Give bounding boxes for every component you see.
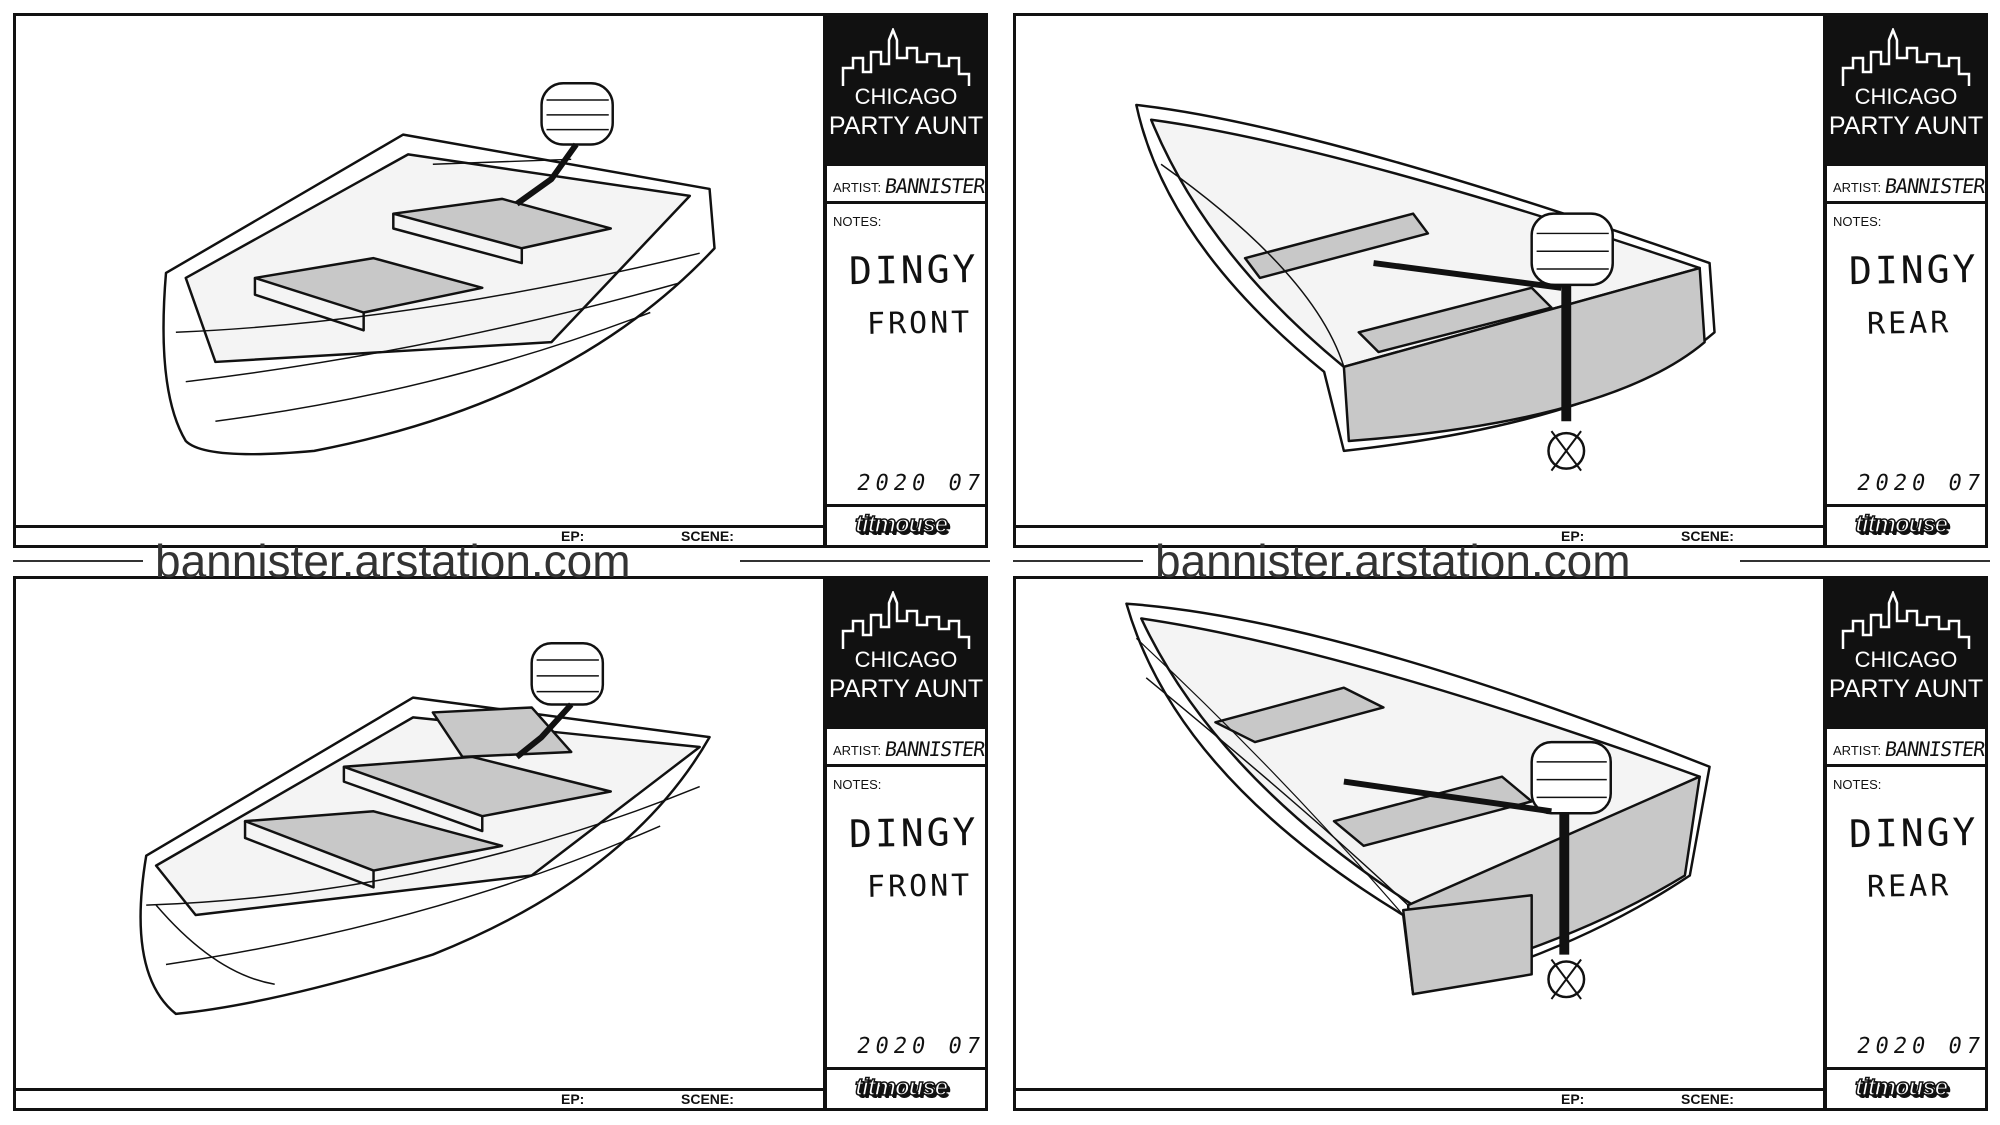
logo-line2: PARTY AUNT: [828, 675, 984, 703]
scene-label: SCENE:: [1681, 1091, 1734, 1107]
note-line2: FRONT: [866, 868, 973, 905]
watermark-text: bannister.arstation.com: [1155, 535, 1631, 587]
panel-artwork: [1013, 576, 1826, 1091]
note-line2: REAR: [1866, 305, 1952, 342]
panel-footer: EP: SCENE:: [13, 1089, 826, 1111]
show-logo: CHICAGO PARTY AUNT: [827, 16, 985, 166]
artist-label: ARTIST:: [1833, 180, 1882, 195]
note-date: 2020 07: [854, 471, 987, 496]
studio-brand-row: titmouse: [827, 1067, 985, 1108]
note-date: 2020 07: [1854, 1034, 1987, 1059]
panel-footer: EP: SCENE:: [1013, 526, 1826, 548]
artist-name: BANNISTER: [1883, 737, 1987, 761]
show-logo: CHICAGO PARTY AUNT: [827, 579, 985, 729]
logo-line1: CHICAGO: [1854, 647, 1958, 672]
logo-line2: PARTY AUNT: [1828, 112, 1984, 140]
watermark-rule: [1740, 560, 1990, 562]
note-line2: FRONT: [866, 305, 973, 342]
storyboard-panel-3: EP: SCENE: CHICAGO PARTY AUNT ARTIST: BA…: [13, 576, 988, 1111]
studio-logo: titmouse: [1854, 510, 1949, 539]
panel-artwork: [13, 576, 826, 1091]
note-line1: DINGY: [1848, 246, 1979, 294]
boat-rear-sketch-icon: [1125, 602, 1711, 1000]
panel-footer: EP: SCENE:: [1013, 1089, 1826, 1111]
skyline-icon: [1841, 591, 1971, 649]
ep-label: EP:: [561, 528, 585, 544]
studio-logo: titmouse: [854, 510, 949, 539]
scene-label: SCENE:: [1681, 528, 1734, 544]
artist-label: ARTIST:: [833, 743, 882, 758]
artist-label: ARTIST:: [833, 180, 882, 195]
logo-line1: CHICAGO: [1854, 84, 1958, 109]
studio-brand-row: titmouse: [1827, 504, 1985, 545]
storyboard-panel-1: EP: SCENE: CHICAGO PARTY AUNT ARTIST: BA…: [13, 13, 988, 548]
studio-brand-row: titmouse: [827, 504, 985, 545]
panel-footer: EP: SCENE:: [13, 526, 826, 548]
panel-artwork: [1013, 13, 1826, 528]
boat-front-sketch-icon: [139, 642, 711, 1016]
note-line1: DINGY: [848, 246, 979, 294]
ep-label: EP:: [561, 1091, 585, 1107]
skyline-icon: [841, 591, 971, 649]
panel-info-sidebar: CHICAGO PARTY AUNT ARTIST: BANNISTER NOT…: [1824, 13, 1988, 548]
note-date: 2020 07: [854, 1034, 987, 1059]
studio-logo: titmouse: [854, 1073, 949, 1102]
artist-row: ARTIST: BANNISTER: [827, 729, 987, 767]
storyboard-panel-2: EP: SCENE: CHICAGO PARTY AUNT ARTIST: BA…: [1013, 13, 1988, 548]
panel-artwork: [13, 13, 826, 528]
boat-front-drawing-icon: [162, 81, 716, 456]
logo-line1: CHICAGO: [854, 647, 958, 672]
skyline-icon: [1841, 28, 1971, 86]
scene-label: SCENE:: [681, 528, 734, 544]
notes-label: NOTES:: [1833, 777, 1882, 792]
note-line2: REAR: [1866, 868, 1952, 905]
ep-label: EP:: [1561, 1091, 1585, 1107]
watermark-rule: [1013, 560, 1143, 562]
panel-info-sidebar: CHICAGO PARTY AUNT ARTIST: BANNISTER NOT…: [1824, 576, 1988, 1111]
skyline-icon: [841, 28, 971, 86]
artist-name: BANNISTER: [1883, 174, 1987, 198]
watermark-rule: [740, 560, 990, 562]
show-logo: CHICAGO PARTY AUNT: [1827, 579, 1985, 729]
panel-info-sidebar: CHICAGO PARTY AUNT ARTIST: BANNISTER NOT…: [824, 13, 988, 548]
notes-label: NOTES:: [833, 777, 882, 792]
artist-row: ARTIST: BANNISTER: [1827, 166, 1987, 204]
storyboard-panel-4: EP: SCENE: CHICAGO PARTY AUNT ARTIST: BA…: [1013, 576, 1988, 1111]
artist-row: ARTIST: BANNISTER: [827, 166, 987, 204]
logo-line2: PARTY AUNT: [1828, 675, 1984, 703]
note-line1: DINGY: [848, 809, 979, 857]
note-line1: DINGY: [1848, 809, 1979, 857]
watermark-text: bannister.arstation.com: [155, 535, 631, 587]
artist-name: BANNISTER: [883, 174, 987, 198]
watermark-rule: [13, 560, 143, 562]
studio-brand-row: titmouse: [1827, 1067, 1985, 1108]
artist-row: ARTIST: BANNISTER: [1827, 729, 1987, 767]
ep-label: EP:: [1561, 528, 1585, 544]
scene-label: SCENE:: [681, 1091, 734, 1107]
notes-label: NOTES:: [1833, 214, 1882, 229]
show-logo: CHICAGO PARTY AUNT: [1827, 16, 1985, 166]
studio-logo: titmouse: [1854, 1073, 1949, 1102]
logo-line2: PARTY AUNT: [828, 112, 984, 140]
logo-line1: CHICAGO: [854, 84, 958, 109]
artist-name: BANNISTER: [883, 737, 987, 761]
artist-label: ARTIST:: [1833, 743, 1882, 758]
note-date: 2020 07: [1854, 471, 1987, 496]
panel-info-sidebar: CHICAGO PARTY AUNT ARTIST: BANNISTER NOT…: [824, 576, 988, 1111]
boat-rear-drawing-icon: [1135, 103, 1716, 472]
notes-label: NOTES:: [833, 214, 882, 229]
